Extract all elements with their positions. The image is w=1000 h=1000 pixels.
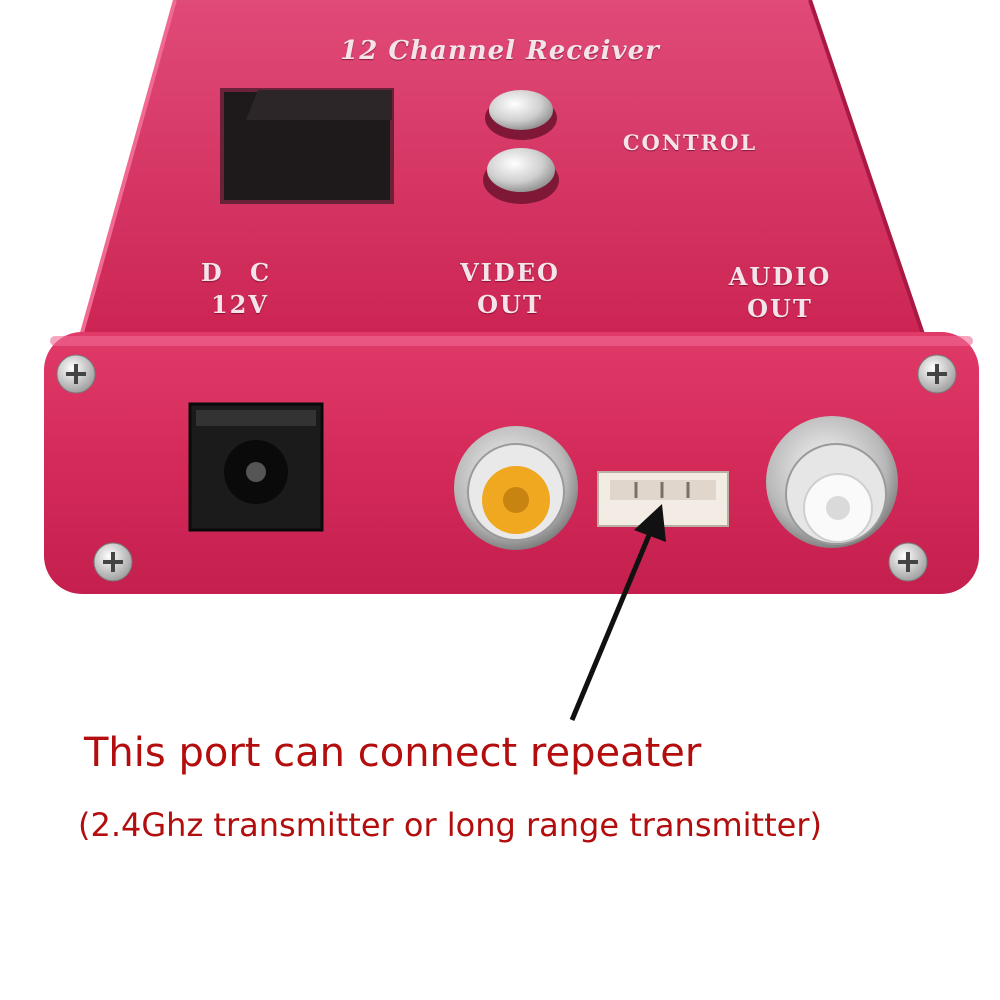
- audio-label-line1: AUDIO: [728, 262, 832, 291]
- annotation-arrow: [569, 504, 666, 721]
- screw-bottom-right: [888, 542, 928, 582]
- annotation-line1: This port can connect repeater: [84, 730, 702, 776]
- control-button-up[interactable]: [485, 90, 557, 140]
- dc-label-line1: D C: [200, 258, 280, 287]
- video-out-rca-jack[interactable]: [454, 426, 578, 550]
- audio-label-line2: OUT: [747, 294, 813, 323]
- device-title: 12 Channel Receiver: [340, 36, 660, 66]
- video-label-line1: VIDEO: [460, 258, 560, 287]
- screw-top-right: [917, 354, 957, 394]
- annotation-line2: (2.4Ghz transmitter or long range transm…: [78, 806, 822, 844]
- control-button-down[interactable]: [483, 148, 559, 204]
- dc-label-line2: 12V: [210, 290, 270, 319]
- audio-out-rca-jack[interactable]: [766, 416, 898, 548]
- screw-bottom-left: [93, 542, 133, 582]
- dc-power-jack[interactable]: [188, 402, 324, 532]
- screw-top-left: [56, 354, 96, 394]
- video-label-line2: OUT: [477, 290, 543, 319]
- control-label: CONTROL: [622, 130, 758, 155]
